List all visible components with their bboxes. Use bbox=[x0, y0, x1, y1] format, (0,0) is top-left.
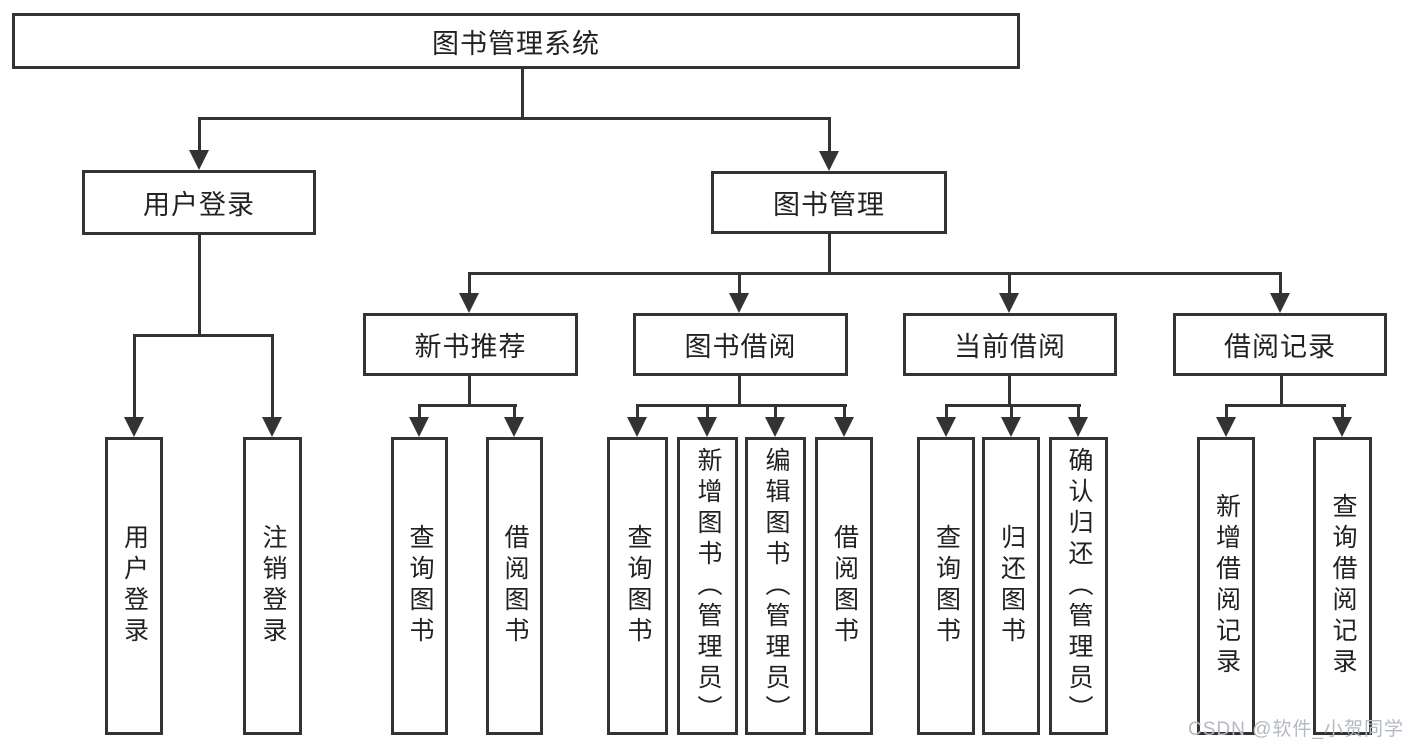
leaf-query-books-current: 查询图书 bbox=[917, 437, 975, 735]
leaf-logout: 注销登录 bbox=[243, 437, 302, 735]
node-new-book-recommend: 新书推荐 bbox=[363, 313, 578, 376]
arrowhead-down-icon bbox=[459, 293, 479, 313]
node-book-management: 图书管理 bbox=[711, 171, 947, 234]
connector-stem bbox=[706, 404, 709, 420]
node-book-borrowing: 图书借阅 bbox=[633, 313, 848, 376]
arrowhead-down-icon bbox=[1068, 417, 1088, 437]
csdn-watermark: CSDN @软件_小贺同学 bbox=[1188, 719, 1404, 740]
node-current-borrowing: 当前借阅 bbox=[903, 313, 1117, 376]
leaf-edit-books-admin: 编辑图书（管理员） bbox=[745, 437, 806, 735]
connector-line-h bbox=[468, 272, 1281, 275]
connector-stem bbox=[738, 272, 741, 296]
connector-stem bbox=[774, 404, 777, 420]
connector-stem bbox=[945, 404, 948, 420]
leaf-add-borrow-record: 新增借阅记录 bbox=[1197, 437, 1255, 735]
arrowhead-down-icon bbox=[124, 417, 144, 437]
connector-stem bbox=[1341, 404, 1344, 420]
arrowhead-down-icon bbox=[765, 417, 785, 437]
arrowhead-down-icon bbox=[627, 417, 647, 437]
arrowhead-down-icon bbox=[1332, 417, 1352, 437]
connector-line-v bbox=[1280, 374, 1283, 406]
connector-line-h bbox=[945, 404, 1081, 407]
leaf-confirm-return-admin: 确认归还（管理员） bbox=[1049, 437, 1108, 735]
leaf-query-borrow-record: 查询借阅记录 bbox=[1313, 437, 1372, 735]
connector-stem bbox=[1279, 272, 1282, 296]
arrowhead-down-icon bbox=[504, 417, 524, 437]
leaf-return-books: 归还图书 bbox=[982, 437, 1040, 735]
leaf-borrow-books: 借阅图书 bbox=[815, 437, 873, 735]
connector-stem bbox=[636, 404, 639, 420]
connector-line-h bbox=[636, 404, 847, 407]
connector-stem bbox=[271, 334, 274, 419]
connector-stem bbox=[1077, 404, 1080, 420]
connector-line-h bbox=[133, 334, 274, 337]
connector-stem bbox=[1010, 404, 1013, 420]
leaf-borrow-books-recommend: 借阅图书 bbox=[486, 437, 543, 735]
leaf-query-books-recommend: 查询图书 bbox=[391, 437, 448, 735]
arrowhead-down-icon bbox=[1216, 417, 1236, 437]
arrowhead-down-icon bbox=[1270, 293, 1290, 313]
arrowhead-down-icon bbox=[936, 417, 956, 437]
node-library-system: 图书管理系统 bbox=[12, 13, 1020, 69]
arrowhead-down-icon bbox=[819, 151, 839, 171]
connector-line-v bbox=[198, 235, 201, 336]
connector-line-v bbox=[468, 374, 471, 406]
connector-stem bbox=[133, 334, 136, 419]
connector-line-h bbox=[198, 117, 831, 120]
connector-stem bbox=[198, 117, 201, 152]
node-user-login: 用户登录 bbox=[82, 170, 316, 235]
connector-stem bbox=[1225, 404, 1228, 420]
arrowhead-down-icon bbox=[189, 150, 209, 170]
connector-stem bbox=[468, 272, 471, 296]
connector-stem bbox=[418, 404, 421, 420]
connector-line-v bbox=[521, 69, 524, 119]
connector-stem bbox=[513, 404, 516, 420]
connector-stem bbox=[843, 404, 846, 420]
arrowhead-down-icon bbox=[834, 417, 854, 437]
arrowhead-down-icon bbox=[999, 293, 1019, 313]
connector-stem bbox=[828, 117, 831, 153]
connector-line-v bbox=[828, 234, 831, 274]
leaf-query-books-borrowing: 查询图书 bbox=[607, 437, 668, 735]
arrowhead-down-icon bbox=[262, 417, 282, 437]
arrowhead-down-icon bbox=[409, 417, 429, 437]
arrowhead-down-icon bbox=[697, 417, 717, 437]
arrowhead-down-icon bbox=[729, 293, 749, 313]
connector-line-v bbox=[738, 374, 741, 406]
connector-line-v bbox=[1008, 374, 1011, 406]
connector-stem bbox=[1008, 272, 1011, 296]
leaf-add-books-admin: 新增图书（管理员） bbox=[677, 437, 738, 735]
node-borrowing-records: 借阅记录 bbox=[1173, 313, 1387, 376]
leaf-user-login: 用户登录 bbox=[105, 437, 163, 735]
connector-line-h bbox=[418, 404, 517, 407]
arrowhead-down-icon bbox=[1001, 417, 1021, 437]
connector-line-h bbox=[1225, 404, 1346, 407]
